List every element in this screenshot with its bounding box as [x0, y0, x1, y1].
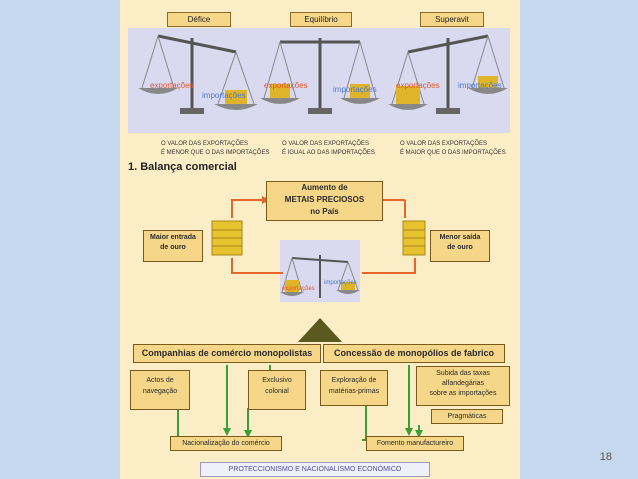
header-equilibrium: Equilíbrio: [290, 12, 352, 27]
exports-label-2: exportações: [264, 81, 308, 90]
monopoly-companies-box: Companhias de comércio monopolistas: [133, 344, 321, 363]
metals-box: Aumento de METAIS PRECIOSOS no País: [266, 181, 383, 221]
pivot-triangle: [298, 318, 342, 342]
page-number: 18: [599, 451, 612, 463]
center-scale: [280, 255, 360, 298]
imports-label-center: importações: [324, 280, 357, 286]
manufacturing-monopolies-box: Concessão de monopólios de fabrico: [323, 344, 505, 363]
gold-stack-right: [402, 220, 426, 256]
scale-deficit: [138, 34, 258, 114]
orange-flow-arrows: [231, 199, 416, 274]
exports-label-3: exportações: [396, 81, 440, 90]
footer-banner: PROTECCIONISMO E NACIONALISMO ECONÓMICO: [200, 462, 430, 477]
scale-superavit: [388, 34, 508, 114]
gold-stack-left: [211, 220, 243, 256]
imports-label-1: importações: [202, 91, 246, 100]
imports-label-2: importações: [333, 85, 377, 94]
header-deficit: Défice: [167, 12, 231, 27]
caption-deficit: O valor das exportaçõesé menor que o das…: [161, 141, 270, 156]
commerce-nationalization-box: Nacionalização do comércio: [170, 436, 282, 451]
section-title: 1. Balança comercial: [128, 161, 237, 173]
caption-superavit: O valor das exportaçõesé maior que o das…: [400, 141, 506, 156]
pragmatics-box: Pragmáticas: [431, 409, 503, 424]
exports-label-1: exportações: [150, 81, 194, 90]
caption-equilibrium: O valor das exportaçõesé igual ao das im…: [282, 141, 375, 156]
green-flow-arrows: [177, 365, 420, 441]
scale-equilibrium: [260, 38, 380, 114]
header-superavit: Superavit: [420, 12, 484, 27]
manufacturing-promotion-box: Fomento manufactureiro: [366, 436, 464, 451]
exports-label-center: exportações: [282, 286, 315, 292]
imports-label-3: importações: [458, 81, 502, 90]
